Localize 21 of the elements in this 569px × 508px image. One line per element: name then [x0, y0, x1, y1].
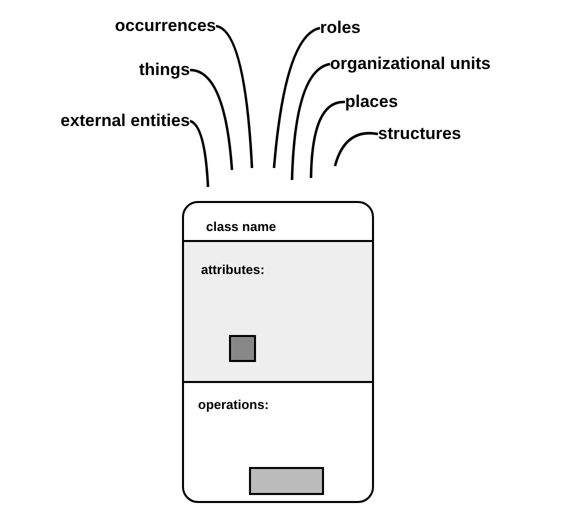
- class-box: [182, 201, 374, 503]
- compartment-title: attributes:: [201, 262, 265, 277]
- category-label: structures: [378, 124, 462, 144]
- category-label: external entities: [0, 111, 190, 131]
- category-label: organizational units: [330, 54, 491, 74]
- leader-line: [190, 68, 234, 170]
- category-label: occurrences: [16, 16, 216, 36]
- leader-line: [310, 100, 346, 178]
- leader-line: [216, 24, 254, 168]
- attribute-square: [229, 335, 256, 362]
- leader-line: [272, 26, 320, 168]
- leader-line: [334, 132, 378, 166]
- leader-line: [290, 62, 330, 180]
- compartment-title: operations:: [198, 397, 269, 412]
- category-label: roles: [320, 18, 361, 38]
- category-label: places: [345, 92, 398, 112]
- leader-line: [190, 120, 210, 188]
- attributes-compartment: [184, 242, 372, 383]
- compartment-title: class name: [206, 219, 276, 234]
- category-label: things: [0, 60, 190, 80]
- operation-rectangle: [249, 467, 324, 495]
